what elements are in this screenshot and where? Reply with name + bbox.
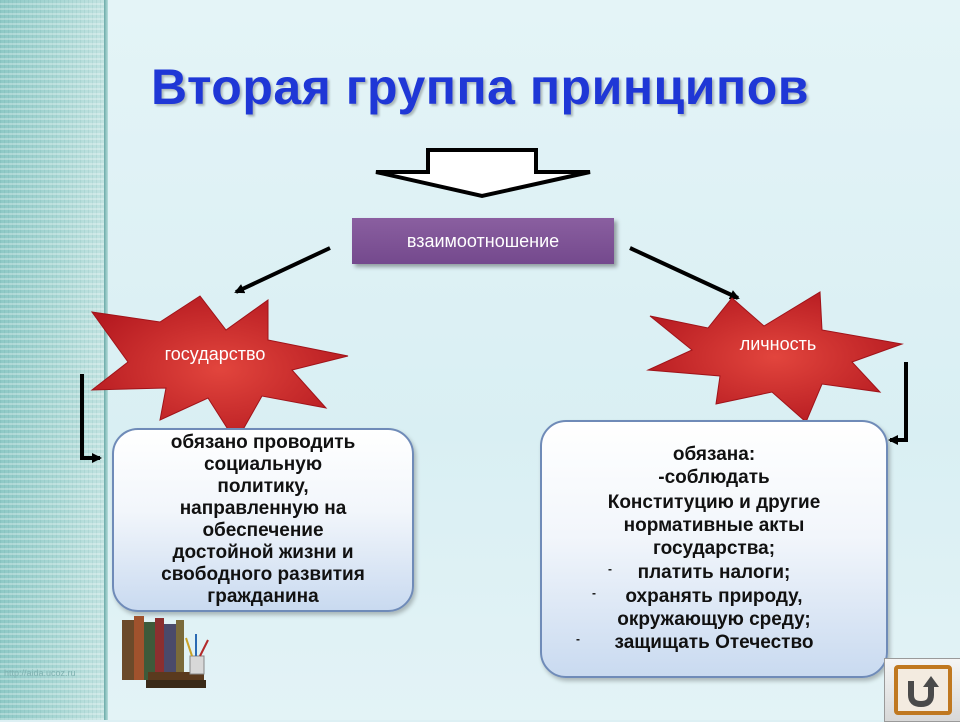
down-arrow-icon	[376, 150, 590, 196]
state-star-shape	[92, 296, 348, 442]
state-duty-line: направленную на	[114, 498, 412, 520]
person-duty-heading: обязана:	[542, 444, 886, 466]
relationship-label-box: взаимоотношение	[352, 218, 614, 264]
return-arrow-icon	[905, 673, 941, 707]
relationship-label: взаимоотношение	[407, 231, 559, 252]
state-duty-line: обязано проводить	[114, 432, 412, 454]
return-button[interactable]	[884, 658, 960, 722]
connector-person-to-box	[890, 362, 906, 440]
person-duty-line: защищать Отечество	[542, 632, 886, 654]
person-duty-line: -соблюдать	[542, 467, 886, 489]
state-duty-line: социальную	[114, 454, 412, 476]
person-star-shape	[648, 292, 902, 422]
state-duty-line: обеспечение	[114, 520, 412, 542]
person-duty-line: нормативные акты	[542, 515, 886, 537]
state-duty-line: гражданина	[114, 586, 412, 608]
state-duties-box: обязано проводить социальную политику, н…	[112, 428, 414, 612]
person-duties-box: обязана: -соблюдать Конституцию и другие…	[540, 420, 888, 678]
state-label: государство	[150, 344, 280, 365]
person-duty-line: платить налоги;	[542, 562, 886, 584]
watermark: http://aida.ucoz.ru	[4, 668, 76, 678]
person-duty-line: государства;	[542, 538, 886, 560]
person-duty-line: Конституцию и другие	[542, 492, 886, 514]
state-duty-line: свободного развития	[114, 564, 412, 586]
person-duty-line: окружающую среду;	[542, 609, 886, 631]
person-duty-line: охранять природу,	[542, 586, 886, 608]
books-icon	[120, 612, 220, 694]
arrow-to-state	[236, 248, 330, 292]
return-button-frame	[894, 665, 952, 715]
person-label: личность	[718, 334, 838, 355]
arrow-to-person	[630, 248, 738, 298]
state-duty-line: достойной жизни и	[114, 542, 412, 564]
state-duty-line: политику,	[114, 476, 412, 498]
